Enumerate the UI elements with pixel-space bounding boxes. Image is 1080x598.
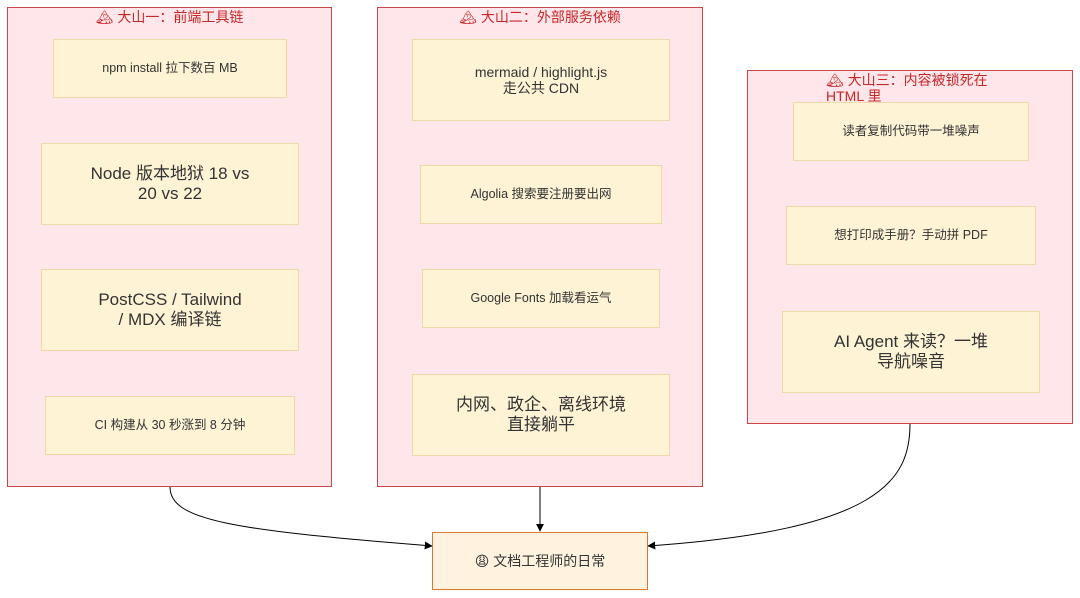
cluster-frontend-toolchain: 🏔 大山一：前端工具链 npm install 拉下数百 MB Node 版本地… xyxy=(7,7,332,487)
node-ci-build: CI 构建从 30 秒涨到 8 分钟 xyxy=(45,396,295,455)
cluster-title: 🏔 大山一：前端工具链 xyxy=(95,9,244,25)
node-print-pdf: 想打印成手册？手动拼 PDF xyxy=(786,206,1036,265)
cluster-title: 🏔 大山二：外部服务依赖 xyxy=(459,9,621,25)
cluster-title: 🏔 大山三：内容被锁死在 HTML 里 xyxy=(826,72,988,104)
edge-group3-to-final xyxy=(647,423,911,550)
edge-group1-to-final xyxy=(169,486,433,550)
node-mermaid-cdn: mermaid / highlight.js 走公共 CDN xyxy=(412,39,670,121)
node-doc-engineer-daily: 😩 文档工程师的日常 xyxy=(432,532,648,590)
node-npm-install: npm install 拉下数百 MB xyxy=(53,39,287,98)
node-algolia: Algolia 搜索要注册要出网 xyxy=(420,165,662,224)
node-node-version-hell: Node 版本地狱 18 vs 20 vs 22 xyxy=(41,143,299,225)
final-label: 😩 文档工程师的日常 xyxy=(474,553,606,569)
cluster-content-locked: 🏔 大山三：内容被锁死在 HTML 里 读者复制代码带一堆噪声 想打印成手册？手… xyxy=(747,70,1073,424)
node-google-fonts: Google Fonts 加载看运气 xyxy=(422,269,660,328)
node-copy-code-noise: 读者复制代码带一堆噪声 xyxy=(793,102,1029,161)
node-postcss-chain: PostCSS / Tailwind / MDX 编译链 xyxy=(41,269,299,351)
node-intranet-offline: 内网、政企、离线环境 直接躺平 xyxy=(412,374,670,456)
cluster-external-services: 🏔 大山二：外部服务依赖 mermaid / highlight.js 走公共 … xyxy=(377,7,703,487)
node-ai-agent-noise: AI Agent 来读？一堆 导航噪音 xyxy=(782,311,1040,393)
